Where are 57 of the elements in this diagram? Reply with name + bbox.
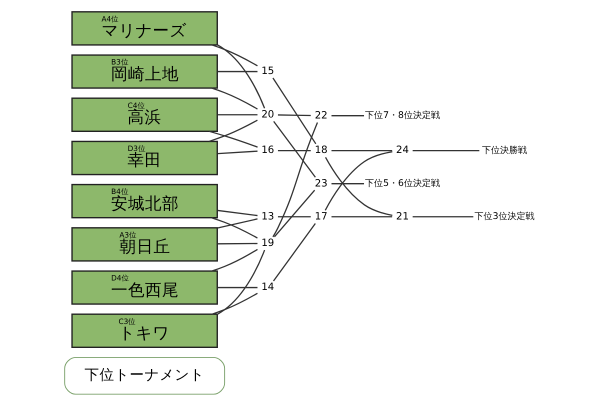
connector	[412, 150, 480, 152]
connector	[272, 78, 316, 144]
node-text: 下位3位決定戦	[474, 211, 534, 222]
connector	[208, 130, 258, 148]
connector	[278, 150, 311, 152]
connector	[324, 157, 392, 216]
connector	[412, 216, 474, 218]
node-box: D3位 幸田	[71, 140, 218, 176]
node-text: 22	[314, 110, 328, 122]
connector	[278, 216, 311, 218]
node-text: 21	[396, 211, 409, 222]
connector	[212, 44, 258, 66]
node-box: D4位 一色西尾	[71, 270, 218, 305]
connector	[212, 88, 258, 110]
node-text: 18	[314, 145, 328, 156]
connector	[218, 286, 258, 288]
connector	[217, 250, 266, 315]
node-text: 13	[261, 211, 274, 222]
node-text: 16	[261, 145, 274, 156]
node-text: 24	[396, 145, 409, 156]
node-text: 19	[261, 238, 274, 250]
connector	[218, 150, 258, 154]
node-text: 17	[314, 211, 328, 222]
node-text: 14	[261, 282, 274, 294]
node-text: 下位7・8位決定戦	[365, 110, 440, 121]
connector	[212, 217, 258, 239]
connector	[209, 120, 258, 142]
connector	[272, 122, 318, 238]
connector	[332, 115, 364, 116]
connector	[218, 70, 258, 72]
connector	[217, 218, 258, 229]
node-text: 23	[314, 178, 328, 190]
node-text: 下位5・6位決定戦	[365, 178, 440, 189]
connector	[218, 242, 258, 244]
connector	[332, 216, 392, 218]
node-box: C4位 高浜	[71, 98, 218, 132]
connector	[278, 114, 311, 116]
node-box: C3位 トキワ	[71, 314, 218, 348]
connector	[272, 223, 316, 282]
node-box: A3位 朝日丘	[71, 227, 218, 262]
connector	[332, 183, 364, 184]
node-text: 15	[261, 66, 274, 78]
node-box: B4位 安城北部	[71, 184, 218, 218]
node-box: B3位 岡崎上地	[71, 54, 218, 89]
connector	[212, 292, 258, 315]
connector	[212, 248, 258, 272]
node-box: A4位 マリナーズ	[71, 11, 218, 46]
connector	[217, 210, 258, 216]
connector	[273, 120, 316, 178]
node-text: 20	[261, 109, 274, 120]
connector	[324, 151, 392, 211]
connector	[274, 190, 316, 238]
connector	[217, 44, 266, 108]
connector	[332, 150, 392, 152]
node-box: 下位トーナメント	[64, 356, 226, 395]
node-text: 下位決勝戦	[482, 144, 528, 156]
connector	[218, 114, 258, 116]
